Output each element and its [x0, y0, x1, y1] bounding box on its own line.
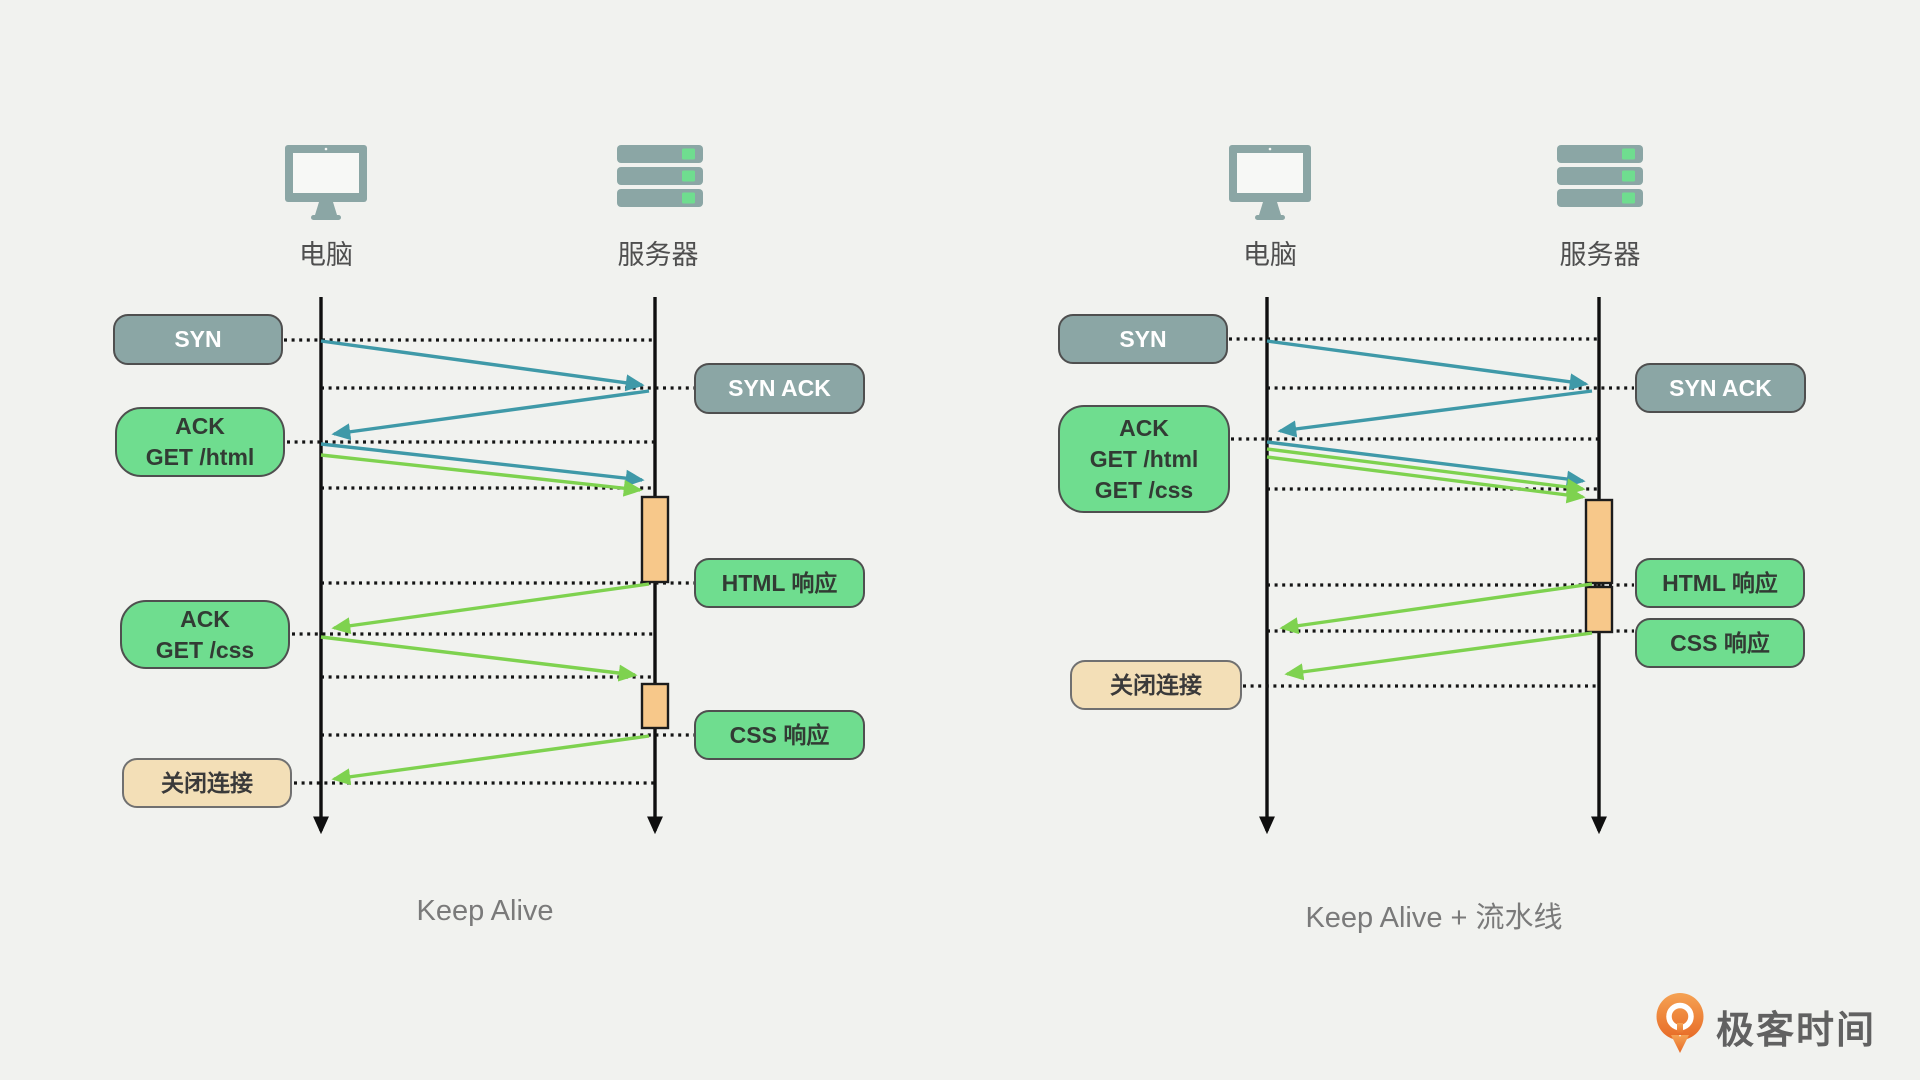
actor-label-client: 电脑: [299, 240, 353, 270]
ack-get-html-css-label: ACK GET /html GET /css: [1058, 405, 1230, 513]
actor-label-server: 服务器: [617, 240, 699, 270]
server-icon: [617, 145, 703, 207]
message-guide-lines: [284, 338, 694, 785]
activation-bar: [640, 495, 670, 584]
get-css-arrow: [1266, 455, 1586, 504]
syn-ack-arrow: [1277, 389, 1593, 438]
get-html-arrow: [320, 453, 643, 497]
syn-label: SYN: [1058, 314, 1228, 364]
activation-bar: [1584, 585, 1614, 634]
computer-icon: [1229, 145, 1311, 220]
css-response-label: CSS 响应: [694, 710, 865, 760]
get-html-arrow: [1266, 447, 1586, 496]
syn-ack-label: SYN ACK: [694, 363, 865, 414]
close-connection-label: 关闭连接: [1070, 660, 1242, 710]
geektime-logo-text: 极客时间: [1716, 1009, 1877, 1052]
syn-ack-arrow: [331, 389, 650, 441]
ack-arrow: [320, 442, 645, 487]
geektime-logo: 极客时间: [1650, 990, 1876, 1056]
right-diagram-caption: Keep Alive + 流水线: [1305, 902, 1563, 934]
server-icon: [1557, 145, 1643, 207]
html-response-label: HTML 响应: [1635, 558, 1805, 608]
close-connection-label: 关闭连接: [122, 758, 292, 808]
logo-icon-spacer: [1650, 990, 1706, 1056]
geektime-logo-icon: [1656, 993, 1704, 1053]
actor-label-server: 服务器: [1559, 240, 1641, 270]
activation-bar: [1584, 498, 1614, 585]
ack-get-html-label: ACK GET /html: [115, 407, 285, 477]
left-diagram-caption: Keep Alive: [416, 895, 554, 927]
html-response-arrow: [331, 582, 650, 635]
css-response-label: CSS 响应: [1635, 618, 1805, 668]
html-response-arrow: [1279, 582, 1593, 635]
ack-arrow: [1266, 440, 1586, 488]
syn-label: SYN: [113, 314, 283, 365]
html-response-label: HTML 响应: [694, 558, 865, 608]
activation-bar: [640, 682, 670, 730]
ack-get-css-label: ACK GET /css: [120, 600, 290, 669]
css-response-arrow: [1284, 631, 1593, 681]
syn-arrow: [1266, 339, 1589, 391]
actor-label-client: 电脑: [1243, 240, 1297, 270]
syn-arrow: [320, 339, 645, 392]
get-css-arrow: [320, 635, 638, 682]
computer-icon: [285, 145, 367, 220]
syn-ack-label: SYN ACK: [1635, 363, 1806, 413]
css-response-arrow: [331, 734, 650, 786]
